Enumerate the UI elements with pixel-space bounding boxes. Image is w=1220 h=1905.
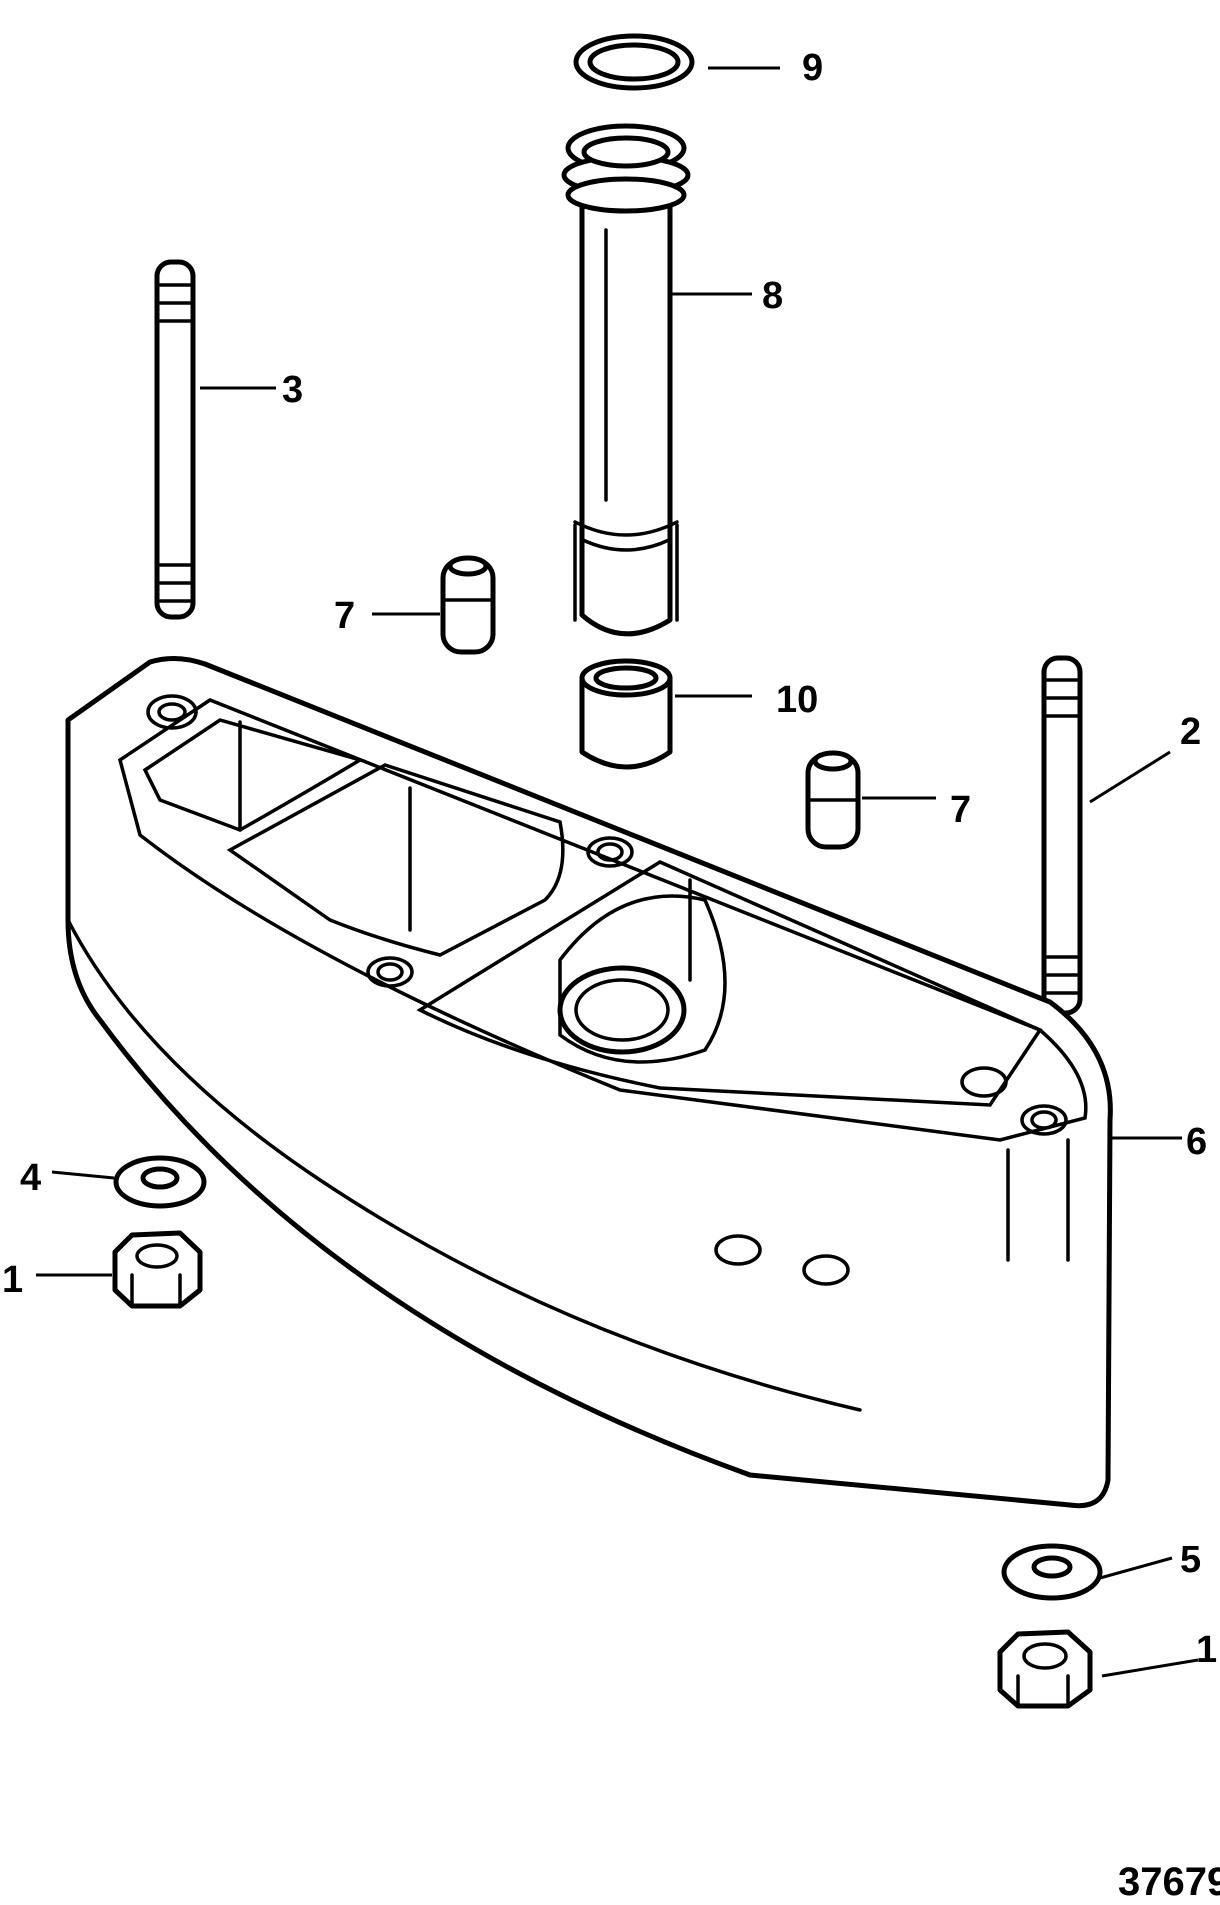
- seal-ring: [573, 33, 695, 91]
- stud-right: [1041, 655, 1083, 1016]
- washer-left: [113, 1155, 207, 1209]
- callout-1-left: 1: [2, 1259, 23, 1301]
- leader-1-right: [1101, 1658, 1199, 1678]
- figure-number: 37679: [1118, 1860, 1220, 1904]
- water-tube: [561, 123, 691, 637]
- dowel-left: [440, 555, 496, 655]
- callout-3: 3: [282, 369, 303, 411]
- dowel-right: [805, 750, 861, 850]
- callout-2: 2: [1180, 711, 1201, 753]
- washer-right: [1001, 1543, 1103, 1601]
- callout-4: 4: [20, 1157, 41, 1199]
- callout-6: 6: [1186, 1121, 1207, 1163]
- leader-4: [51, 1170, 115, 1180]
- stud-left: [154, 259, 196, 620]
- callout-1-right: 1: [1196, 1629, 1217, 1671]
- callout-5: 5: [1180, 1539, 1201, 1581]
- housing: [65, 656, 1113, 1509]
- leader-2: [1089, 750, 1171, 804]
- callout-10: 10: [776, 679, 818, 721]
- callouts: 9 8 3 7 10 2 7 6 4 1 5 1: [2, 47, 1217, 1671]
- nut-right: [997, 1629, 1093, 1709]
- callout-8: 8: [762, 275, 783, 317]
- callout-9: 9: [802, 47, 823, 89]
- leader-lines: [36, 66, 1199, 1678]
- callout-7-left: 7: [334, 595, 355, 637]
- nut-left: [112, 1230, 203, 1309]
- bushing: [579, 658, 673, 770]
- callout-7-right: 7: [950, 789, 971, 831]
- leader-5: [1099, 1556, 1173, 1580]
